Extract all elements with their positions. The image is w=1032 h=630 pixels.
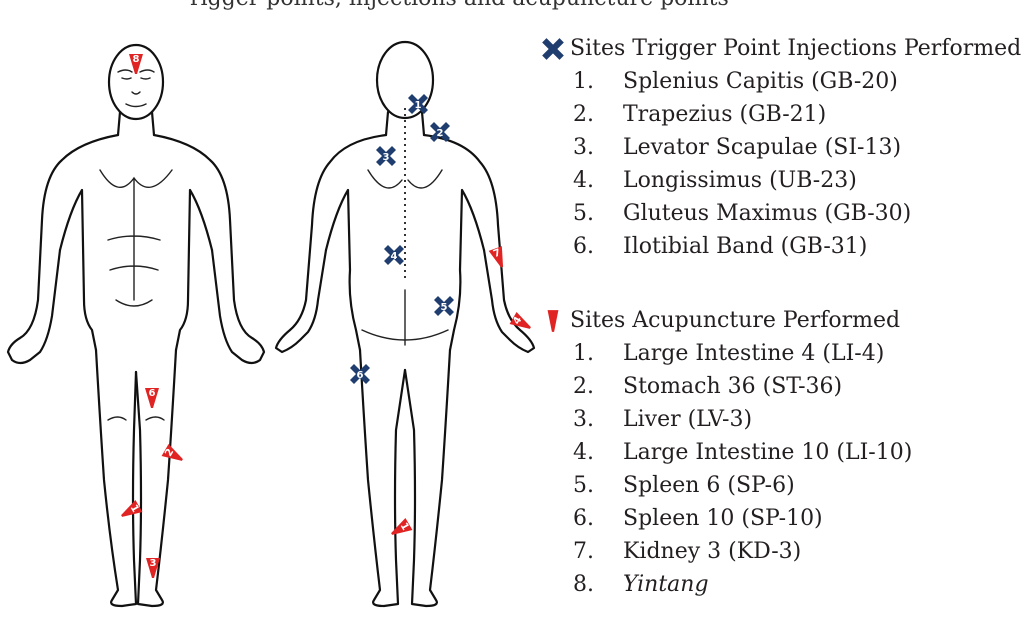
acu-marker-back-7: 7 xyxy=(488,246,504,268)
red-pin-icon xyxy=(547,309,559,332)
acu-marker-label: 2 xyxy=(163,447,176,459)
trigger-marker-4: 4 xyxy=(384,245,404,265)
trigger-point-legend: Sites Trigger Point Injections Performed… xyxy=(540,32,1021,263)
acu-marker-front-3: 3 xyxy=(146,558,160,578)
trigger-marker-label: 3 xyxy=(383,152,390,163)
acupuncture-markers: 8 6 2 1 3 7 4 xyxy=(121,54,531,578)
trigger-marker-label: 6 xyxy=(357,370,364,381)
list-item: 1.Large Intestine 4 (LI-4) xyxy=(573,341,885,366)
acu-marker-back-4: 4 xyxy=(509,311,531,329)
trigger-point-markers: 1 2 3 4 5 6 xyxy=(350,94,454,384)
list-item: 6.Ilotibial Band (GB-31) xyxy=(573,234,868,259)
acu-marker-label: 4 xyxy=(511,315,524,327)
acupuncture-legend: Sites Acupuncture Performed 1.Large Inte… xyxy=(540,304,912,601)
acupuncture-list: 1.Large Intestine 4 (LI-4) 2.Stomach 36 … xyxy=(540,337,912,601)
trigger-marker-1: 1 xyxy=(408,94,428,114)
trigger-marker-label: 4 xyxy=(391,251,398,262)
trigger-marker-label: 1 xyxy=(415,100,422,111)
acu-marker-back-1: 1 xyxy=(391,517,413,535)
acu-marker-label: 7 xyxy=(492,247,502,260)
acu-marker-front-1: 1 xyxy=(121,499,143,517)
list-item: 5.Spleen 6 (SP-6) xyxy=(573,473,795,498)
acu-marker-label: 3 xyxy=(150,558,157,569)
trigger-point-title: Sites Trigger Point Injections Performed xyxy=(570,36,1022,61)
acu-marker-label: 6 xyxy=(149,388,156,399)
trigger-point-list: 1.Splenius Capitis (GB-20) 2.Trapezius (… xyxy=(540,65,1021,263)
list-item: 2.Stomach 36 (ST-36) xyxy=(573,374,843,399)
list-item: 3.Liver (LV-3) xyxy=(573,407,753,432)
back-body-outline xyxy=(274,40,536,608)
caption-fragment: rigger points, injections and acupunctur… xyxy=(190,0,729,11)
acupuncture-title: Sites Acupuncture Performed xyxy=(570,308,901,333)
trigger-marker-label: 5 xyxy=(441,302,448,313)
front-body-outline xyxy=(6,43,266,608)
trigger-point-legend-title: Sites Trigger Point Injections Performed xyxy=(540,32,1021,65)
list-item: 7.Kidney 3 (KD-3) xyxy=(573,539,802,564)
list-item: 4.Longissimus (UB-23) xyxy=(573,168,857,193)
trigger-marker-3: 3 xyxy=(376,146,396,166)
acu-marker-label: 1 xyxy=(128,503,141,515)
trigger-marker-6: 6 xyxy=(350,364,370,384)
acu-marker-front-8: 8 xyxy=(129,54,143,74)
acu-marker-label: 8 xyxy=(133,54,140,65)
acu-marker-front-6: 6 xyxy=(145,388,159,408)
list-item: 5.Gluteus Maximus (GB-30) xyxy=(573,201,912,226)
acupuncture-legend-title: Sites Acupuncture Performed xyxy=(540,304,912,337)
blue-cross-icon xyxy=(542,37,564,60)
list-item: 2.Trapezius (GB-21) xyxy=(573,102,827,127)
acu-marker-front-2: 2 xyxy=(161,443,183,461)
trigger-marker-2: 2 xyxy=(430,122,450,142)
list-item: 3.Levator Scapulae (SI-13) xyxy=(573,135,902,160)
trigger-marker-5: 5 xyxy=(434,296,454,316)
list-item: 1.Splenius Capitis (GB-20) xyxy=(573,69,898,94)
trigger-marker-label: 2 xyxy=(437,128,444,139)
acu-marker-label: 1 xyxy=(398,521,411,533)
list-item: 4.Large Intestine 10 (LI-10) xyxy=(573,440,913,465)
list-item: 6.Spleen 10 (SP-10) xyxy=(573,506,823,531)
list-item: 8.Yintang xyxy=(573,572,709,597)
